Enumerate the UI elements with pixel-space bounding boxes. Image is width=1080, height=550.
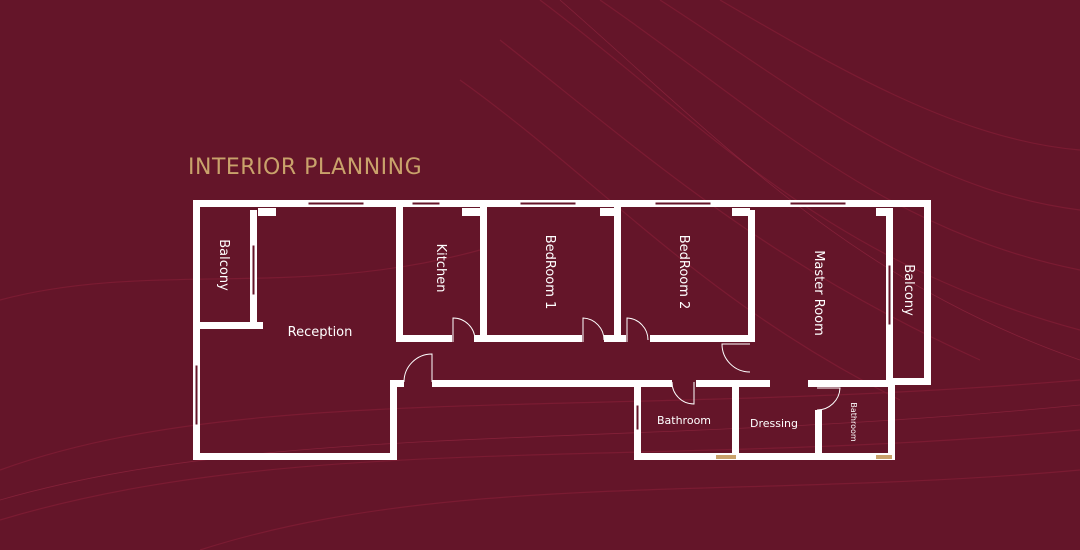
door-swings	[403, 317, 841, 411]
room-label-kitchen: Kitchen	[433, 244, 448, 293]
room-label-bedroom2: BedRoom 2	[676, 235, 691, 310]
room-label-master-room: Master Room	[811, 250, 826, 336]
windows	[194, 201, 892, 431]
window-sills	[716, 455, 892, 459]
room-label-balcony-right: Balcony	[901, 264, 916, 316]
room-label-dressing: Dressing	[750, 417, 798, 430]
room-label-bathroom-1: Bathroom	[657, 414, 711, 427]
room-label-balcony-left: Balcony	[216, 239, 231, 291]
room-label-bedroom1: BedRoom 1	[542, 235, 557, 310]
room-label-reception: Reception	[288, 325, 353, 340]
page-title: INTERIOR PLANNING	[188, 155, 423, 180]
room-label-bathroom-2: Bathroom	[849, 402, 858, 442]
